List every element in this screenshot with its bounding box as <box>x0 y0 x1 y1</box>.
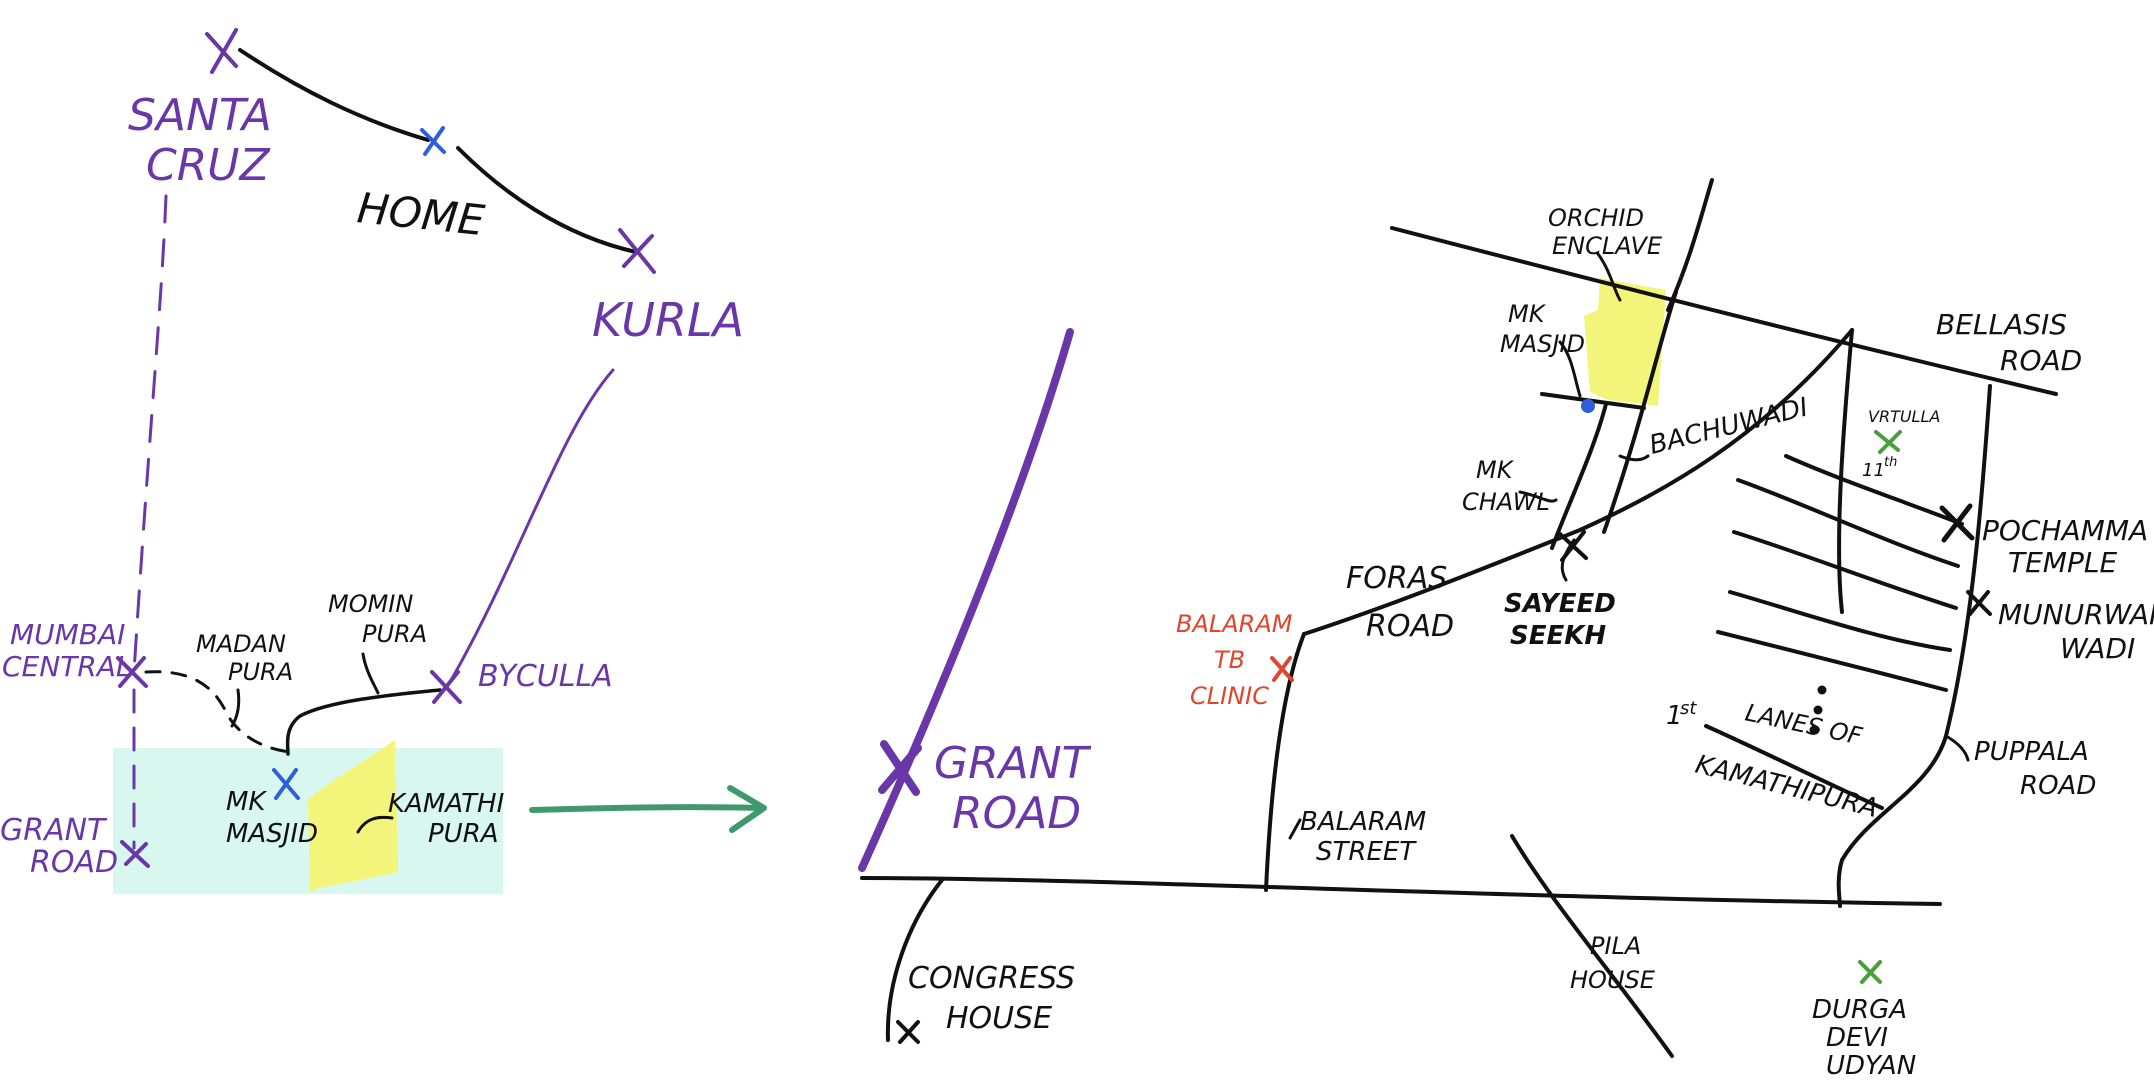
bellasis-road <box>1390 226 2058 396</box>
congress-house-marker-icon <box>896 1020 920 1044</box>
munurwar-wadi-marker-icon <box>1966 590 1992 616</box>
mk-masjid-detail-label: MK MASJID <box>1500 300 1585 358</box>
kurla-label: KURLA <box>592 293 744 347</box>
zoom-arrow-icon <box>529 785 767 833</box>
bachuwadi-label: BACHUWADI <box>1646 392 1811 460</box>
first-label: 1 st <box>1666 698 1697 731</box>
madan-pura-label: MADAN PURA <box>196 630 294 686</box>
home-label: HOME <box>355 183 487 245</box>
puppala-road <box>1836 384 1992 908</box>
grant-road-station-marker-icon <box>878 740 922 796</box>
byculla-marker-icon <box>430 670 462 704</box>
road-network <box>860 178 2058 1058</box>
mumbai-central-marker-icon <box>116 656 148 688</box>
pila-house-label: PILA HOUSE <box>1570 932 1656 994</box>
route-santacruz-home <box>238 48 430 142</box>
lane-2 <box>1736 478 1960 568</box>
puppala-road-label: PUPPALA ROAD <box>1974 737 2097 801</box>
vrtulla-marker-icon <box>1874 430 1902 454</box>
mumbai-central-label: MUMBAI CENTRAL <box>2 618 134 683</box>
road-orchid-east <box>1602 290 1678 534</box>
overview-map: SANTA CRUZ HOME KURLA MOMIN PURA MADAN P… <box>0 28 744 894</box>
route-mominpura-pointer <box>361 652 380 695</box>
ellipsis-dot-3 <box>1809 725 1819 735</box>
lane-4 <box>1728 590 1952 652</box>
mk-masjid-marker-icon <box>272 768 300 800</box>
road-north-vertical <box>1666 178 1714 312</box>
foras-road-label: FORAS ROAD <box>1346 561 1457 644</box>
lane-3 <box>1732 530 1958 610</box>
vrtulla-label: VRTULLA <box>1868 407 1940 426</box>
road-orchid-west <box>1550 402 1608 550</box>
durga-devi-udyan-label: DURGA DEVI UDYAN <box>1812 995 1916 1081</box>
mk-chawl-label: MK CHAWL <box>1462 456 1550 516</box>
grant-road-right-label: GRANT ROAD <box>934 738 1103 839</box>
ellipsis-dot-2 <box>1813 705 1823 715</box>
kamathipura-pointer <box>356 815 394 834</box>
mk-masjid-dot-icon <box>1581 399 1595 413</box>
santa-cruz-label: SANTA CRUZ <box>128 90 286 191</box>
lanes-of-label: LANES OF <box>1743 698 1866 750</box>
route-byculla-mkmasjid <box>285 688 442 756</box>
kamathipura-zone-highlight <box>113 748 503 894</box>
mk-masjid-crossroad <box>1540 392 1646 410</box>
lane-5 <box>1716 630 1948 692</box>
ellipsis-dot-1 <box>1817 685 1827 695</box>
lane-1st-kamathipura <box>1704 724 1884 810</box>
kamathipura-detail-label: KAMATHIPURA <box>1692 750 1881 824</box>
congress-house-road <box>885 878 944 1042</box>
momin-pura-label: MOMIN PURA <box>328 590 427 648</box>
foras-road <box>1302 328 1854 636</box>
grant-road-left-label: GRANT ROAD <box>0 813 118 880</box>
eleventh-label: 11 th <box>1862 455 1897 481</box>
santa-cruz-marker-icon <box>205 28 238 74</box>
byculla-label: BYCULLA <box>478 659 613 694</box>
kamathipura-yellow-area <box>308 740 398 892</box>
munurwar-wadi-label: MUNURWAR WADI <box>1998 598 2154 665</box>
pochamma-temple-label: POCHAMMA TEMPLE <box>1982 514 2154 579</box>
pila-house-road <box>1510 834 1674 1058</box>
main-south-road <box>860 876 1942 906</box>
sayeed-seekh-label: SAYEED SEEKH <box>1504 589 1625 651</box>
pochamma-temple-marker-icon <box>1939 503 1975 543</box>
route-home-kurla <box>456 146 638 254</box>
kurla-marker-icon <box>618 228 656 274</box>
durga-devi-udyan-marker-icon <box>1858 960 1882 984</box>
route-mumbaicentral-mkmasjid-dashed <box>144 670 292 754</box>
balaram-tb-clinic-marker-icon <box>1270 656 1294 682</box>
balaram-street-label: BALARAM STREET <box>1300 807 1434 867</box>
madanpura-pointer <box>230 688 241 728</box>
route-kurla-byculla <box>448 368 615 684</box>
kamathi-pura-overview-label: KAMATHI PURA <box>388 789 513 849</box>
route-santacruz-mumbaicentral-dashed <box>132 194 168 674</box>
balaram-street <box>1264 632 1306 892</box>
detail-map: GRANT ROAD ORCHID ENCLAVE MK MASJID BELL… <box>858 178 2154 1081</box>
grant-road-marker-icon <box>120 840 150 868</box>
orchid-enclave-label: ORCHID ENCLAVE <box>1548 204 1663 260</box>
mk-masjid-overview-label: MK MASJID <box>226 787 318 849</box>
lane-1 <box>1784 454 1964 526</box>
orchid-enclave-area <box>1584 278 1666 406</box>
home-marker-icon <box>420 126 446 156</box>
sayeed-seekh-marker-icon <box>1558 530 1588 562</box>
grant-road-rail-line <box>858 328 1074 872</box>
congress-house-label: CONGRESS HOUSE <box>908 961 1085 1036</box>
bellasis-road-label: BELLASIS ROAD <box>1936 308 2082 377</box>
balaram-tb-clinic-label: BALARAM TB CLINIC <box>1176 610 1300 710</box>
